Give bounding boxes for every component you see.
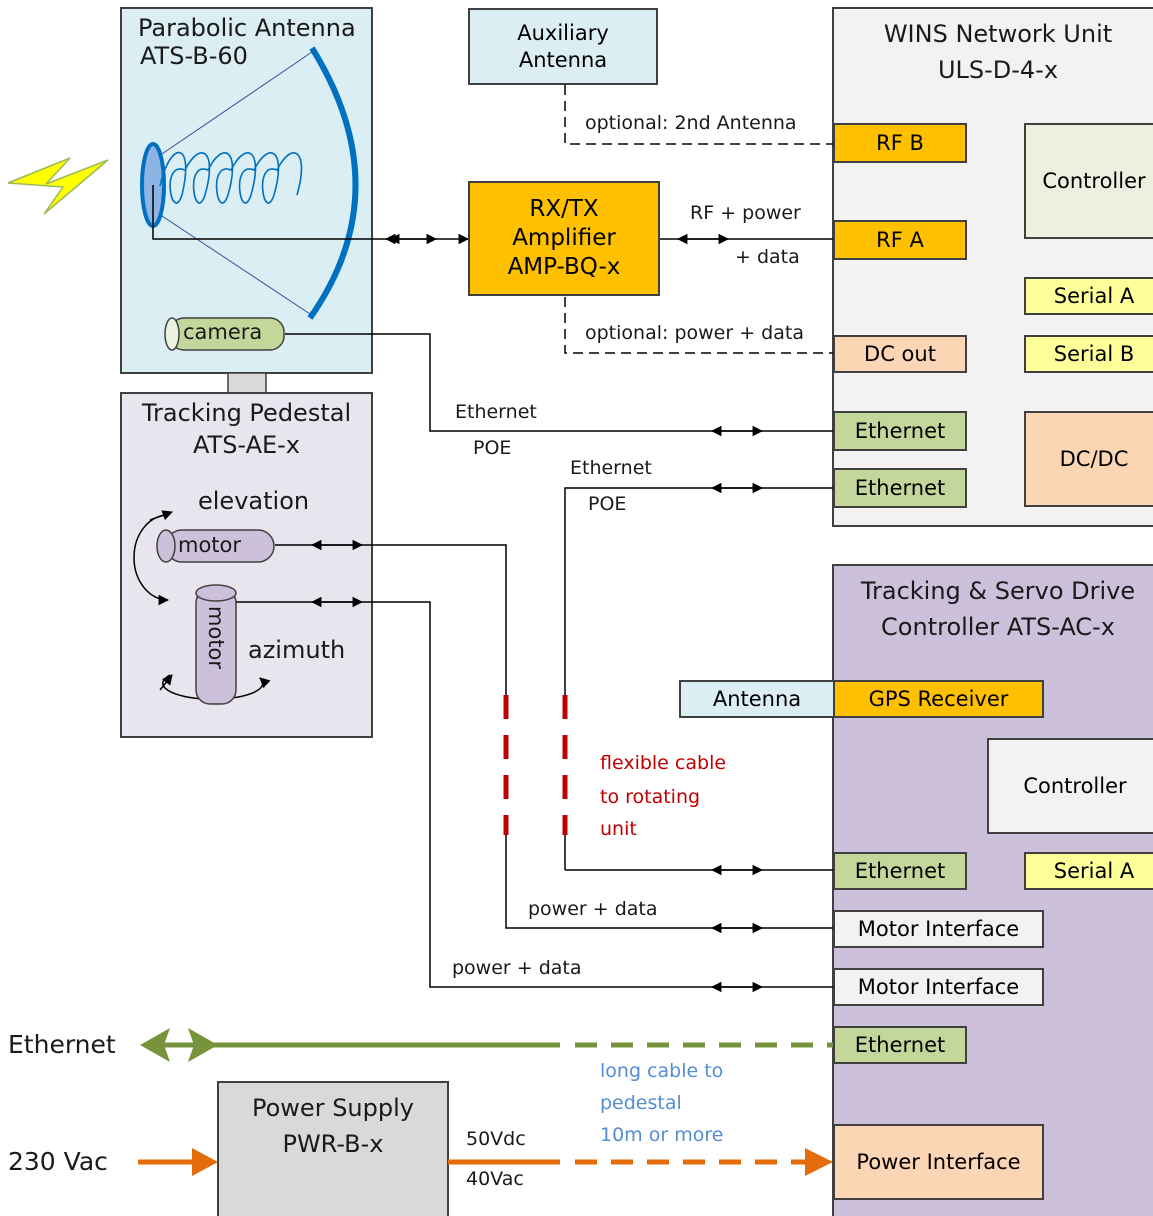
- rf-b-label: RF B: [876, 130, 924, 155]
- tracking-controller: Controller: [987, 738, 1153, 834]
- vdc-50-label: 50Vdc: [466, 1128, 526, 1150]
- signal-bolt: [7, 157, 109, 215]
- tracking-title: Tracking & Servo Drive: [860, 577, 1136, 605]
- flex-cable-label-2: to rotating: [600, 786, 701, 808]
- long-cable-label-2: pedestal: [600, 1092, 682, 1114]
- gps-antenna: Antenna: [679, 680, 835, 718]
- amp-line2: Amplifier: [512, 225, 616, 252]
- power-supply-model: PWR-B-x: [282, 1130, 384, 1158]
- wins-model: ULS-D-4-x: [937, 56, 1059, 84]
- tracking-ethernet-2: Ethernet: [833, 1026, 967, 1064]
- tracking-serial-a-label: Serial A: [1053, 858, 1135, 883]
- wins-serial-a-label: Serial A: [1053, 283, 1135, 308]
- dc-out-port: DC out: [833, 335, 967, 373]
- auxiliary-antenna-box: Auxiliary Antenna: [468, 8, 658, 85]
- pedestal-title: Tracking Pedestal: [141, 399, 352, 427]
- ethernet-label-2: Ethernet: [570, 457, 652, 479]
- plus-data-label: + data: [735, 246, 800, 268]
- optional-power-data-label: optional: power + data: [585, 322, 804, 344]
- wins-serial-b: Serial B: [1024, 335, 1153, 373]
- beam-line-top: [152, 51, 313, 161]
- power-supply-box: [217, 1081, 449, 1216]
- aux-antenna-line2: Antenna: [518, 47, 608, 72]
- wins-ethernet-1-label: Ethernet: [854, 418, 946, 443]
- antenna-model: ATS-B-60: [140, 42, 248, 70]
- wins-title: WINS Network Unit: [883, 20, 1113, 48]
- wins-serial-b-label: Serial B: [1053, 341, 1135, 366]
- flex-cable-label-3: unit: [600, 818, 637, 840]
- dc-out-label: DC out: [864, 341, 936, 366]
- power-data-label-2: power + data: [452, 957, 582, 979]
- external-ethernet-label: Ethernet: [8, 1030, 116, 1059]
- vac-40-label: 40Vac: [466, 1168, 524, 1190]
- tracking-serial-a: Serial A: [1024, 852, 1153, 890]
- motor-interface-2: Motor Interface: [833, 968, 1044, 1006]
- tracking-ethernet-1-label: Ethernet: [854, 858, 946, 883]
- motor-interface-2-label: Motor Interface: [857, 974, 1020, 999]
- rf-a-port: RF A: [833, 220, 967, 260]
- long-cable-label-3: 10m or more: [600, 1124, 724, 1146]
- dcdc-label: DC/DC: [1059, 446, 1129, 471]
- aux-antenna-line1: Auxiliary: [517, 21, 609, 46]
- tracking-ethernet-2-label: Ethernet: [854, 1032, 946, 1057]
- amplifier-box: RX/TX Amplifier AMP-BQ-x: [468, 181, 660, 296]
- amp-line1: RX/TX: [529, 196, 599, 223]
- elevation-label: elevation: [198, 487, 310, 515]
- poe-label-1: POE: [473, 437, 512, 459]
- long-cable-label-1: long cable to: [600, 1060, 724, 1082]
- rf-a-label: RF A: [876, 227, 924, 252]
- wins-serial-a: Serial A: [1024, 277, 1153, 315]
- azimuth-motor-label: motor: [204, 606, 228, 670]
- beam-line-bottom: [152, 209, 311, 315]
- vac-230-label: 230 Vac: [8, 1147, 108, 1176]
- ethernet-label-1: Ethernet: [455, 401, 537, 423]
- dish-reflector: [307, 46, 359, 320]
- camera-label: camera: [183, 320, 263, 344]
- rf-b-port: RF B: [833, 123, 967, 163]
- pedestal-model: ATS-AE-x: [192, 431, 301, 459]
- power-supply-title: Power Supply: [252, 1094, 414, 1122]
- rf-power-label: RF + power: [690, 202, 801, 224]
- flex-cable-label-1: flexible cable: [600, 752, 727, 774]
- gps-antenna-label: Antenna: [712, 686, 802, 711]
- motor-interface-1-label: Motor Interface: [857, 916, 1020, 941]
- tracking-ethernet-1: Ethernet: [833, 852, 967, 890]
- wins-controller-label: Controller: [1042, 168, 1146, 193]
- gps-receiver: GPS Receiver: [833, 680, 1044, 718]
- motor-interface-1: Motor Interface: [833, 910, 1044, 948]
- amp-line3: AMP-BQ-x: [507, 253, 621, 280]
- dcdc-box: DC/DC: [1024, 411, 1153, 507]
- azimuth-label: azimuth: [248, 636, 346, 664]
- helix-coil: [159, 151, 303, 204]
- elevation-motor-label: motor: [178, 533, 242, 557]
- optional-2nd-antenna-label: optional: 2nd Antenna: [585, 112, 797, 134]
- wins-ethernet-1: Ethernet: [833, 411, 967, 451]
- mount-connector: [227, 372, 267, 394]
- tracking-controller-label: Controller: [1023, 773, 1127, 798]
- tracking-subtitle: Controller ATS-AC-x: [881, 613, 1115, 641]
- wins-ethernet-2: Ethernet: [833, 468, 967, 508]
- power-interface: Power Interface: [833, 1124, 1044, 1200]
- gps-receiver-label: GPS Receiver: [868, 686, 1009, 711]
- antenna-title: Parabolic Antenna: [138, 14, 356, 42]
- poe-label-2: POE: [588, 493, 627, 515]
- wins-ethernet-2-label: Ethernet: [854, 475, 946, 500]
- wins-controller: Controller: [1024, 123, 1153, 239]
- power-interface-label: Power Interface: [856, 1149, 1021, 1174]
- tracking-box: [832, 564, 1153, 1216]
- power-data-label-1: power + data: [528, 898, 658, 920]
